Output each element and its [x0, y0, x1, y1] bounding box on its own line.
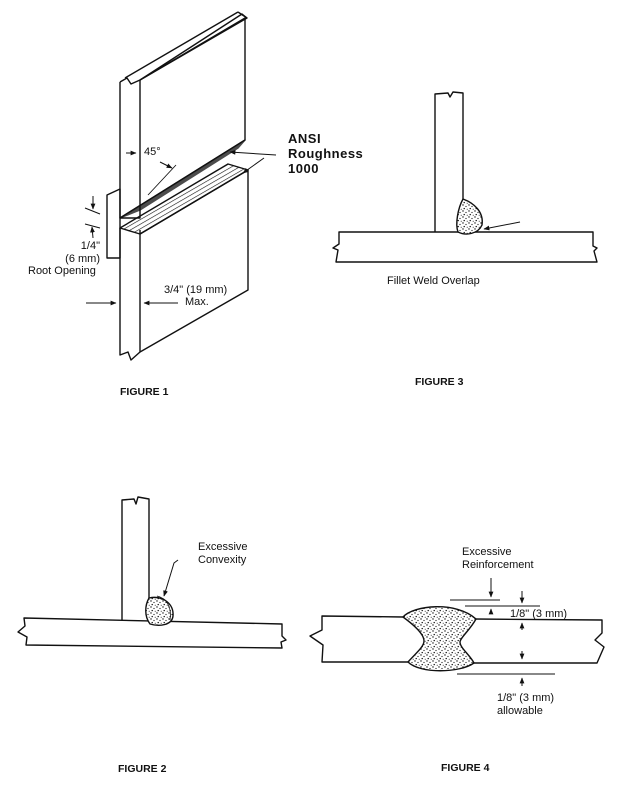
upper-bevel [119, 139, 246, 219]
lower-plate-backing [106, 188, 121, 259]
right-plate [470, 618, 605, 664]
root-opening-inch: 1/4" [80, 240, 100, 252]
upper-plate-top [119, 13, 248, 85]
figure-2-caption: FIGURE 2 [118, 763, 167, 775]
ansi-label-line3: 1000 [288, 161, 319, 176]
excessive-reinforcement-weld [402, 606, 477, 672]
root-opening-mm: (6 mm) [65, 253, 100, 265]
reinforcement-label-line1: Excessive [462, 546, 512, 558]
figure-3-drawing [332, 91, 598, 263]
reinforcement-label-line2: Reinforcement [462, 559, 534, 571]
figure-1-drawing [84, 11, 277, 361]
lower-plate-face [139, 169, 249, 353]
vertical-member [434, 91, 464, 232]
overlap-label: Fillet Weld Overlap [387, 275, 480, 287]
lower-plate-edge [119, 228, 141, 361]
fillet-weld-overlap [456, 198, 483, 235]
ansi-label-line1: ANSI [288, 131, 322, 146]
figure-3-caption: FIGURE 3 [415, 376, 464, 388]
vertical-member [121, 496, 150, 620]
base-plate [17, 617, 287, 649]
convexity-label-line2: Convexity [198, 554, 247, 566]
reinforcement-top-dim: 1/8" (3 mm) [510, 608, 568, 620]
figure-4-caption: FIGURE 4 [441, 762, 490, 774]
upper-plate-edge [119, 80, 141, 219]
allowable-dim: 1/8" (3 mm) [497, 692, 555, 704]
figure-2-drawing [17, 496, 287, 649]
angle-label: 45° [144, 146, 161, 158]
convexity-label-line1: Excessive [198, 541, 248, 553]
left-plate [309, 615, 408, 663]
thickness-label: 3/4" (19 mm) [164, 284, 228, 296]
ansi-label-line2: Roughness [288, 146, 364, 161]
figure-1-caption: FIGURE 1 [120, 386, 169, 398]
figure-4-drawing [309, 578, 605, 686]
thickness-max: Max. [185, 296, 209, 308]
lower-plate-top [119, 163, 249, 235]
excessive-convexity-weld [145, 596, 174, 626]
base-plate [332, 231, 598, 263]
upper-plate-face [119, 17, 246, 219]
allowable-text: allowable [497, 705, 543, 717]
root-opening-text: Root Opening [28, 265, 96, 277]
